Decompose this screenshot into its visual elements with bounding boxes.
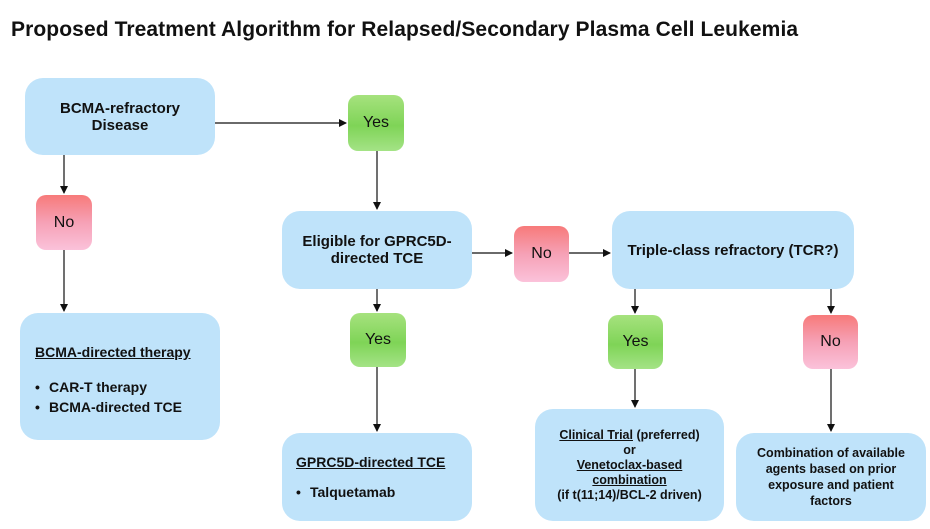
bullet-dot: • — [296, 484, 301, 500]
node-bcma-refractory-line2: Disease — [91, 116, 149, 134]
bullet-text: BCMA-directed TCE — [49, 399, 183, 415]
venetoclax-line2: combination — [592, 472, 667, 487]
decision-yes-gprc5d: Yes — [350, 313, 406, 367]
decision-no-bcma: No — [36, 195, 92, 250]
node-clinical-trial: Clinical Trial (preferred) or Venetoclax… — [535, 409, 724, 521]
node-gprc5d-eligible: Eligible for GPRC5D- directed TCE — [282, 211, 472, 289]
decision-no-gprc5d: No — [514, 226, 569, 282]
node-gprc5d-directed-tce: GPRC5D-directed TCE • Talquetamab — [282, 433, 472, 521]
clinical-or: or — [623, 442, 636, 457]
bullet-dot: • — [35, 379, 40, 395]
combination-line1: Combination of available — [757, 446, 905, 460]
bcma-directed-bullet-1: • CAR-T therapy — [35, 379, 220, 395]
node-gprc5d-eligible-line2: directed TCE — [330, 250, 424, 267]
clinical-preferred: (preferred) — [632, 427, 700, 442]
decision-yes-bcma: Yes — [348, 95, 404, 151]
combination-line3: exposure and patient — [768, 478, 894, 492]
bcma-directed-heading: BCMA-directed therapy — [35, 344, 191, 360]
clinical-condition: (if t(11;14)/BCL-2 driven) — [557, 487, 702, 502]
clinical-line1: Clinical Trial (preferred) — [559, 428, 699, 443]
node-bcma-refractory-line1: BCMA-refractory — [59, 99, 181, 117]
bullet-text: Talquetamab — [310, 484, 396, 500]
decision-no-tcr: No — [803, 315, 858, 369]
node-triple-class-refractory: Triple-class refractory (TCR?) — [612, 211, 854, 289]
node-bcma-refractory: BCMA-refractory Disease — [25, 78, 215, 155]
bcma-directed-bullet-2: • BCMA-directed TCE — [35, 399, 220, 415]
gprc5d-directed-heading: GPRC5D-directed TCE — [296, 454, 446, 470]
clinical-trial-label: Clinical Trial — [559, 427, 633, 442]
page-title: Proposed Treatment Algorithm for Relapse… — [11, 18, 799, 41]
bullet-dot: • — [35, 399, 40, 415]
bullet-text: CAR-T therapy — [49, 379, 148, 395]
venetoclax-line1: Venetoclax-based — [576, 457, 683, 472]
gprc5d-directed-bullet-1: • Talquetamab — [296, 484, 472, 500]
combination-line2: agents based on prior — [765, 462, 897, 476]
decision-yes-tcr: Yes — [608, 315, 663, 369]
node-bcma-directed-therapy: BCMA-directed therapy • CAR-T therapy • … — [20, 313, 220, 440]
node-gprc5d-eligible-line1: Eligible for GPRC5D- — [302, 233, 452, 250]
node-combination-agents: Combination of available agents based on… — [736, 433, 926, 521]
combination-line4: factors — [810, 494, 852, 508]
